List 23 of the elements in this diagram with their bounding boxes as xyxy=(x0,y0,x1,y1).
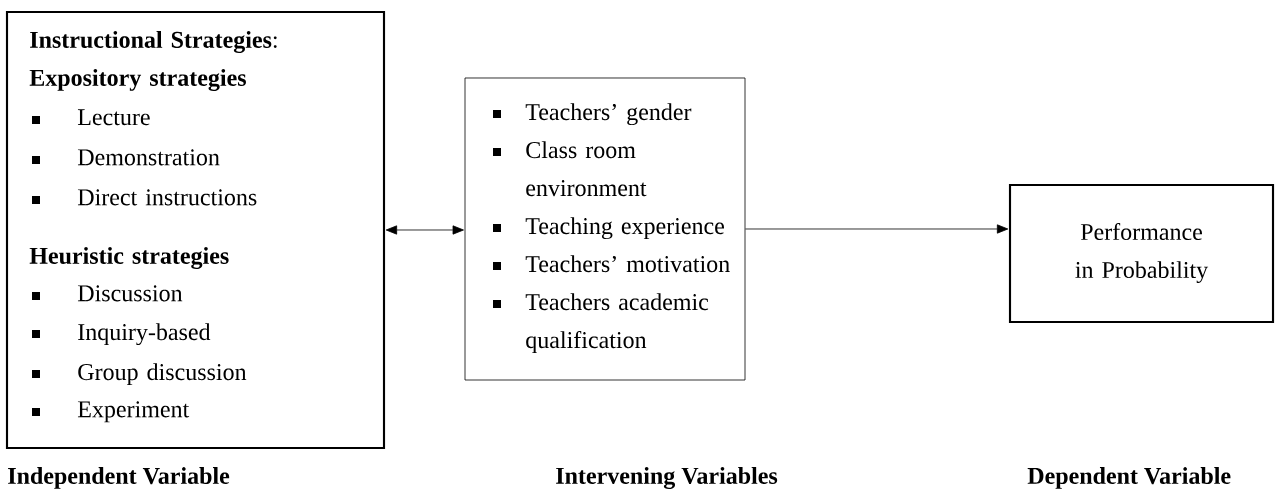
list-item: Teaching experience xyxy=(525,217,724,240)
arrow xyxy=(385,225,464,235)
list-item: Class room environment xyxy=(526,141,647,197)
list-item: Demonstration xyxy=(77,149,220,166)
list-item: Experiment xyxy=(77,401,190,423)
arrow xyxy=(745,224,1009,234)
list-item: Group discussion xyxy=(78,363,247,385)
box-text: Performance in Probability xyxy=(1075,222,1209,284)
variable-box xyxy=(464,77,746,381)
heading: Instructional Strategies: xyxy=(30,31,277,53)
list-item: Teachers’ motivation xyxy=(525,255,730,273)
list-item: Inquiry-based xyxy=(78,323,211,346)
variable-label: Intervening Variables xyxy=(556,467,778,489)
variable-box xyxy=(5,10,386,450)
heading: Expository strategies xyxy=(29,69,246,91)
list-item: Discussion xyxy=(77,285,183,302)
heading: Heuristic strategies xyxy=(29,247,229,269)
variable-label: Dependent Variable xyxy=(1027,467,1231,489)
variable-box xyxy=(1008,183,1275,324)
list-item: Lecture xyxy=(77,109,150,126)
list-item: Teachers’ gender xyxy=(525,103,692,126)
list-item: Teachers academic qualification xyxy=(525,293,709,353)
list-item: Direct instructions xyxy=(77,189,257,206)
